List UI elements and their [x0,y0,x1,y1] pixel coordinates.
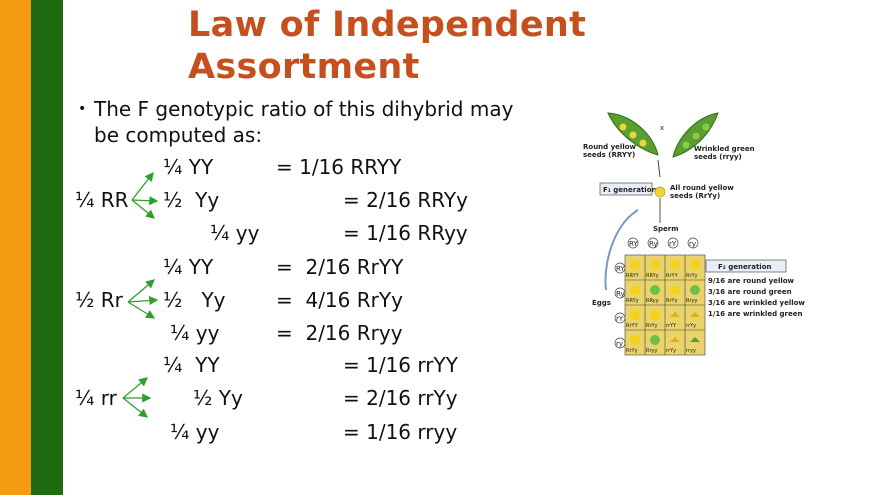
ratio-mid: ½ Yy [193,386,243,410]
svg-text:RRyy: RRyy [646,298,659,304]
svg-text:ry: ry [616,340,623,348]
ratio-text: 3/16 are round green [708,288,792,296]
ratio-mid: ¼ yy [170,420,220,444]
ratio-mid: ½ Yy [163,288,226,312]
ratio-result: = 2/16 Rryy [276,321,403,345]
svg-text:RrYy: RrYy [686,273,698,279]
arrow-icon [127,279,155,303]
ratio-result: = 2/16 RRYy [343,188,468,212]
sperm-label: Sperm [653,225,679,233]
f1-seed-icon [654,186,666,198]
svg-text:RrYY: RrYY [666,273,679,279]
bullet-point: • The F genotypic ratio of this dihybrid… [78,96,514,148]
svg-text:RRYy: RRYy [646,273,659,279]
slide-title: Law of Independent Assortment [188,5,587,87]
ratio-mid: ½ Yy [163,188,220,212]
bullet-text: The F genotypic ratio of this dihybrid m… [94,97,514,147]
left-green-bar [31,0,63,495]
svg-text:Ry: Ry [649,240,658,248]
sperm-gametes: RY Ry rY ry [627,237,699,249]
cross-symbol: x [660,124,664,132]
ratio-text: 9/16 are round yellow [708,277,795,285]
ratio-result: = 1/16 rryy [343,420,458,444]
svg-text:RrYY: RrYY [626,323,639,329]
arrow-icon [127,295,159,306]
ratio-parent: ½ Rr [75,288,123,312]
svg-text:RrYy: RrYy [626,348,638,354]
svg-text:rrYy: rrYy [666,348,676,354]
svg-text:RY: RY [616,265,625,273]
ratio-text: 3/16 are wrinkled yellow [708,299,805,307]
arrow-icon [131,196,159,206]
svg-text:Rryy: Rryy [686,298,697,304]
ratio-result: = 1/16 rrYY [343,353,458,377]
arrow-icon [127,301,156,319]
ratio-result: = 2/16 rrYy [343,386,458,410]
ratio-mid: ¼ YY [163,255,214,279]
ratio-result: = 1/16 RRyy [343,221,468,245]
bullet-dot-icon: • [78,101,87,117]
right-parent-label: seeds (rryy) [694,153,742,161]
svg-text:Rryy: Rryy [646,348,657,354]
svg-text:Ry: Ry [616,290,625,298]
svg-text:rY: rY [616,315,624,323]
ratio-mid: ¼ yy [170,321,220,345]
ratio-mid: ¼ YY [163,353,220,377]
svg-text:RRYy: RRYy [626,298,639,304]
svg-text:rrYy: rrYy [686,323,696,329]
punnett-seeds [630,260,700,345]
f1-label: F₁ generation [603,186,657,194]
svg-text:rY: rY [669,240,677,248]
egg-gametes: RY Ry rY ry [614,262,625,349]
left-orange-bar [0,0,31,495]
f1-desc: All round yellow [670,184,734,192]
svg-text:RrYy: RrYy [646,323,658,329]
punnett-square-figure: x Round yellow seeds (RRYY) Wrinkled gre… [583,112,805,356]
svg-text:rrYY: rrYY [666,323,677,329]
ratio-text: 1/16 are wrinkled green [708,310,802,318]
ratio-result: = 4/16 RrYy [276,288,403,312]
svg-text:rryy: rryy [686,348,696,354]
f2-label-box [705,259,787,273]
punnett-genotypes: RRYY RRYy RrYY RrYy RRYy RRyy RrYy Rryy … [626,273,698,354]
f1-label-box [599,182,653,196]
ratio-result: = 1/16 RRYY [276,155,402,179]
svg-text:ry: ry [689,240,696,248]
eggs-label: Eggs [592,299,611,307]
left-parent-label: Round yellow [583,143,637,151]
svg-text:RRYY: RRYY [626,273,640,279]
f1-desc: seeds (RrYy) [670,192,720,200]
ratio-mid: ¼ YY [163,155,214,179]
arrow-icon [122,377,148,399]
arrow-icon [131,199,156,219]
f2-label: F₂ generation [718,263,772,271]
right-parent-label: Wrinkled green [694,145,755,153]
left-parent-label: seeds (RRYY) [583,151,635,159]
arrow-icon [122,397,149,418]
svg-text:RrYy: RrYy [666,298,678,304]
ratio-parent: ¼ rr [75,386,117,410]
ratio-result: = 2/16 RrYY [276,255,404,279]
egg-arrow [604,209,639,291]
ratio-parent: ¼ RR [75,188,129,212]
arrow-icon [131,171,154,201]
ratio-mid: ¼ yy [210,221,260,245]
svg-text:RY: RY [629,240,638,248]
